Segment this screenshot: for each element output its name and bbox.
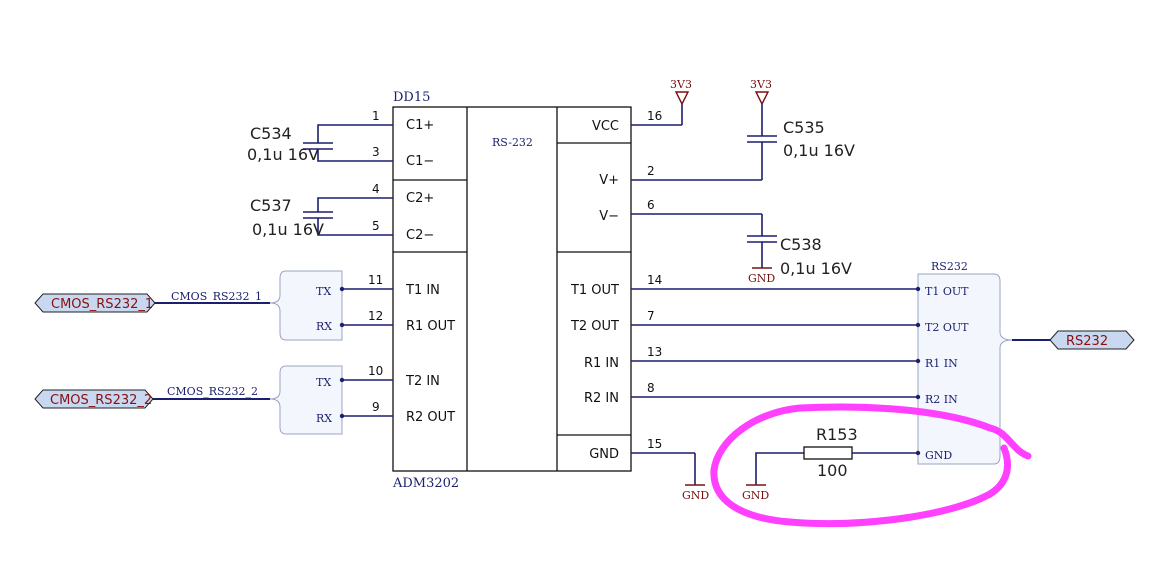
pin-name-r1out: R1 OUT — [406, 319, 455, 334]
gnd-label-pin15: GND — [682, 489, 709, 502]
port-cmos-rs232-1[interactable] — [34, 293, 156, 313]
pin-num-5: 5 — [372, 219, 380, 233]
capacitor-c537[interactable]: C537 0,1u 16V — [250, 196, 353, 239]
harness-entry-t2out: T2 OUT — [925, 321, 969, 334]
ic-adm3202[interactable]: DD15 ADM3202 RS-232 C1+ C1− C2+ C2− T1 I… — [392, 90, 632, 491]
pin-name-c2m: C2− — [406, 228, 434, 243]
pin-name-t2in: T2 IN — [405, 374, 440, 389]
harness-rs232[interactable]: RS232 RS232 T1 OUT T2 OUT R1 IN R2 IN GN… — [915, 260, 1135, 465]
pin-name-t1in: T1 IN — [405, 283, 440, 298]
c535-ref: C535 — [783, 118, 825, 137]
harness2-rx: RX — [316, 412, 332, 425]
pin-num-9: 9 — [372, 400, 380, 414]
ic-right-pins: 16 2 6 14 7 13 8 15 — [631, 109, 918, 454]
harness-entry-r2in: R2 IN — [925, 393, 958, 406]
ic-left-pins: 1 3 4 5 11 12 10 9 — [342, 109, 393, 417]
capacitor-c538[interactable]: GND C538 0,1u 16V — [747, 214, 852, 285]
pin-name-t1out: T1 OUT — [570, 283, 619, 298]
pin-num-8: 8 — [647, 381, 655, 395]
gnd-pin15: GND — [682, 453, 709, 502]
pin-num-13: 13 — [647, 345, 662, 359]
annotation-circle — [710, 403, 1032, 528]
pin-name-r2out: R2 OUT — [406, 410, 455, 425]
vcc-label-2: 3V3 — [750, 78, 772, 91]
harness1-rx: RX — [316, 320, 332, 333]
net-label-cmos-rs232-2: CMOS_RS232_2 — [167, 385, 258, 398]
port-label-rs232: RS232 — [1066, 334, 1108, 349]
pin-num-1: 1 — [372, 109, 380, 123]
c538-ref: C538 — [780, 235, 822, 254]
pin-name-c1p: C1+ — [406, 118, 434, 133]
power-3v3-pin16: 3V3 — [670, 78, 692, 125]
r153-ref: R153 — [816, 425, 858, 444]
harness2-tx: TX — [316, 376, 331, 389]
harness-cmos-rs232-2[interactable]: CMOS_RS232_2 CMOS_RS232_2 TX RX — [34, 365, 345, 435]
ic-designator: DD15 — [393, 90, 430, 105]
port-rs232[interactable] — [1049, 330, 1135, 350]
c537-value: 0,1u 16V — [252, 220, 324, 239]
pin-num-3: 3 — [372, 145, 380, 159]
c535-value: 0,1u 16V — [783, 141, 855, 160]
r153-value: 100 — [817, 461, 848, 480]
pin-num-11: 11 — [368, 273, 383, 287]
pin-num-15: 15 — [647, 437, 662, 451]
pin-name-vminus: V− — [599, 209, 619, 224]
ic-part-number: ADM3202 — [392, 476, 459, 491]
capacitor-c535[interactable]: 3V3 C535 0,1u 16V — [747, 78, 855, 180]
harness-entry-gnd: GND — [925, 449, 952, 462]
pin-name-c1m: C1− — [406, 154, 434, 169]
resistor-r153[interactable]: GND R153 100 — [742, 425, 918, 502]
capacitor-c534[interactable]: C534 0,1u 16V — [247, 124, 353, 164]
pin-name-gnd: GND — [589, 447, 619, 462]
c534-ref: C534 — [250, 124, 292, 143]
vcc-label-1: 3V3 — [670, 78, 692, 91]
pin-num-10: 10 — [368, 364, 383, 378]
pin-name-r2in: R2 IN — [584, 391, 619, 406]
pin-num-6: 6 — [647, 198, 655, 212]
c538-value: 0,1u 16V — [780, 259, 852, 278]
pin-num-2: 2 — [647, 164, 655, 178]
port-label-cmos-rs232-1: CMOS_RS232_1 — [51, 297, 153, 312]
c537-ref: C537 — [250, 196, 292, 215]
gnd-label-r153: GND — [742, 489, 769, 502]
harness1-tx: TX — [316, 285, 331, 298]
harness-cmos-rs232-1[interactable]: CMOS_RS232_1 CMOS_RS232_1 TX RX — [34, 270, 345, 341]
harness-entry-t1out: T1 OUT — [925, 285, 969, 298]
gnd-label-c538: GND — [748, 272, 775, 285]
ic-center-label: RS-232 — [492, 136, 533, 149]
pin-name-vplus: V+ — [599, 173, 619, 188]
pin-num-7: 7 — [647, 309, 655, 323]
harness-rs232-title: RS232 — [931, 260, 968, 273]
port-label-cmos-rs232-2: CMOS_RS232_2 — [50, 393, 152, 408]
pin-name-c2p: C2+ — [406, 191, 434, 206]
pin-num-4: 4 — [372, 182, 380, 196]
harness-entry-r1in: R1 IN — [925, 357, 958, 370]
net-label-cmos-rs232-1: CMOS_RS232_1 — [171, 290, 262, 303]
pin-name-t2out: T2 OUT — [570, 319, 619, 334]
port-cmos-rs232-2[interactable] — [34, 389, 154, 409]
pin-name-vcc: VCC — [592, 119, 619, 134]
pin-num-14: 14 — [647, 273, 662, 287]
pin-num-12: 12 — [368, 309, 383, 323]
pin-name-r1in: R1 IN — [584, 356, 619, 371]
pin-num-16: 16 — [647, 109, 662, 123]
c534-value: 0,1u 16V — [247, 145, 319, 164]
